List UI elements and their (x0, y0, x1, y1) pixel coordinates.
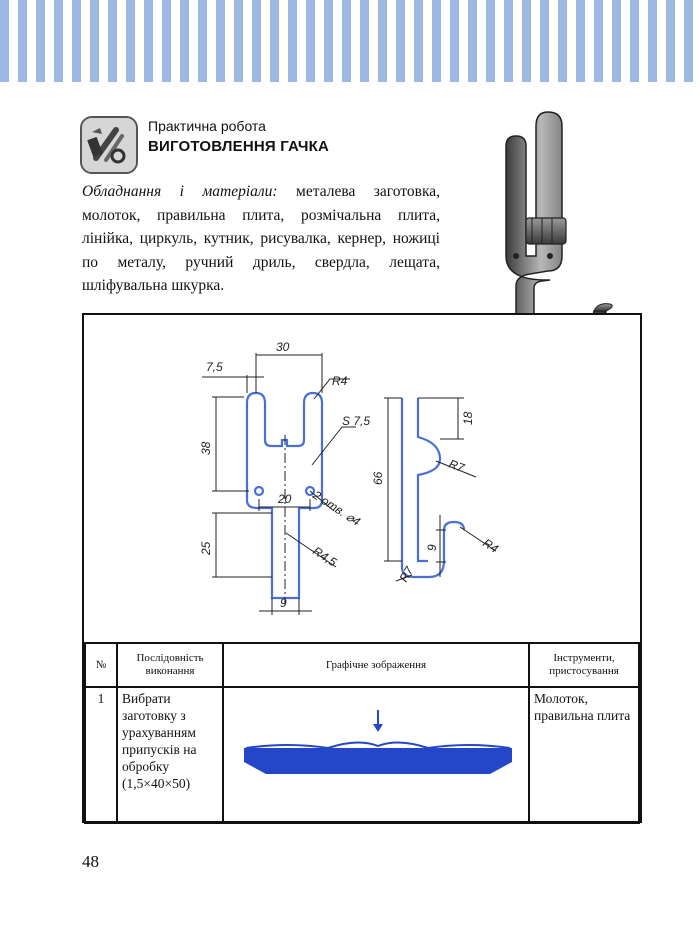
dim-s7-5: S 7,5 (342, 414, 370, 428)
dim-9-side: 9 (425, 544, 439, 551)
dim-r7-mid: R7 (447, 457, 467, 476)
dim-20: 20 (277, 492, 292, 506)
table-row: 1 Вибрати заготовку з урахуванням припус… (84, 686, 640, 824)
page-title: ВИГОТОВЛЕННЯ ГАЧКА (148, 138, 330, 155)
dim-r4-5: R4,5 (310, 544, 339, 570)
worksheet-frame: 30 7,5 R4 S 7,5 38 20 2 отв. ⌀4 25 R4,5 … (82, 313, 642, 824)
header-tools: Інструменти, пристосування (528, 642, 640, 688)
equipment-lead: Обладнання і матеріали: (82, 183, 278, 200)
dim-r7-bottom: R7 (396, 563, 416, 584)
dim-r4-side: R4 (480, 536, 501, 556)
row-graphic (222, 686, 530, 824)
dim-30: 30 (276, 340, 290, 354)
steps-table: № Послідовність виконання Графічне зобра… (84, 642, 640, 824)
dim-66: 66 (371, 471, 385, 485)
header-graphic: Графічне зображення (222, 642, 530, 688)
tools-icon (80, 116, 138, 174)
dim-18: 18 (461, 411, 475, 425)
technical-drawing: 30 7,5 R4 S 7,5 38 20 2 отв. ⌀4 25 R4,5 … (84, 315, 640, 642)
header-sequence: Послідовність виконання (116, 642, 224, 688)
dim-r4-top: R4 (332, 374, 348, 388)
equipment-paragraph: Обладнання і матеріали: металева заготов… (82, 180, 440, 298)
page-number: 48 (82, 852, 99, 871)
row-sequence: Вибрати заготовку з урахуванням припускі… (116, 686, 224, 824)
table-header-row: № Послідовність виконання Графічне зобра… (84, 642, 640, 688)
dim-9-bottom: 9 (280, 596, 287, 610)
row-number: 1 (84, 686, 118, 824)
header-subtitle: Практична робота (148, 118, 266, 134)
dim-38: 38 (199, 441, 213, 455)
dim-25: 25 (199, 541, 213, 556)
blank-plate-illustration (244, 710, 512, 774)
dim-7-5: 7,5 (206, 360, 223, 374)
decorative-stripes (0, 0, 700, 82)
header-number: № (84, 642, 118, 688)
row-tools: Молоток, правильна плита (528, 686, 640, 824)
equipment-text: металева заготовка, молоток, правильна п… (82, 183, 440, 294)
